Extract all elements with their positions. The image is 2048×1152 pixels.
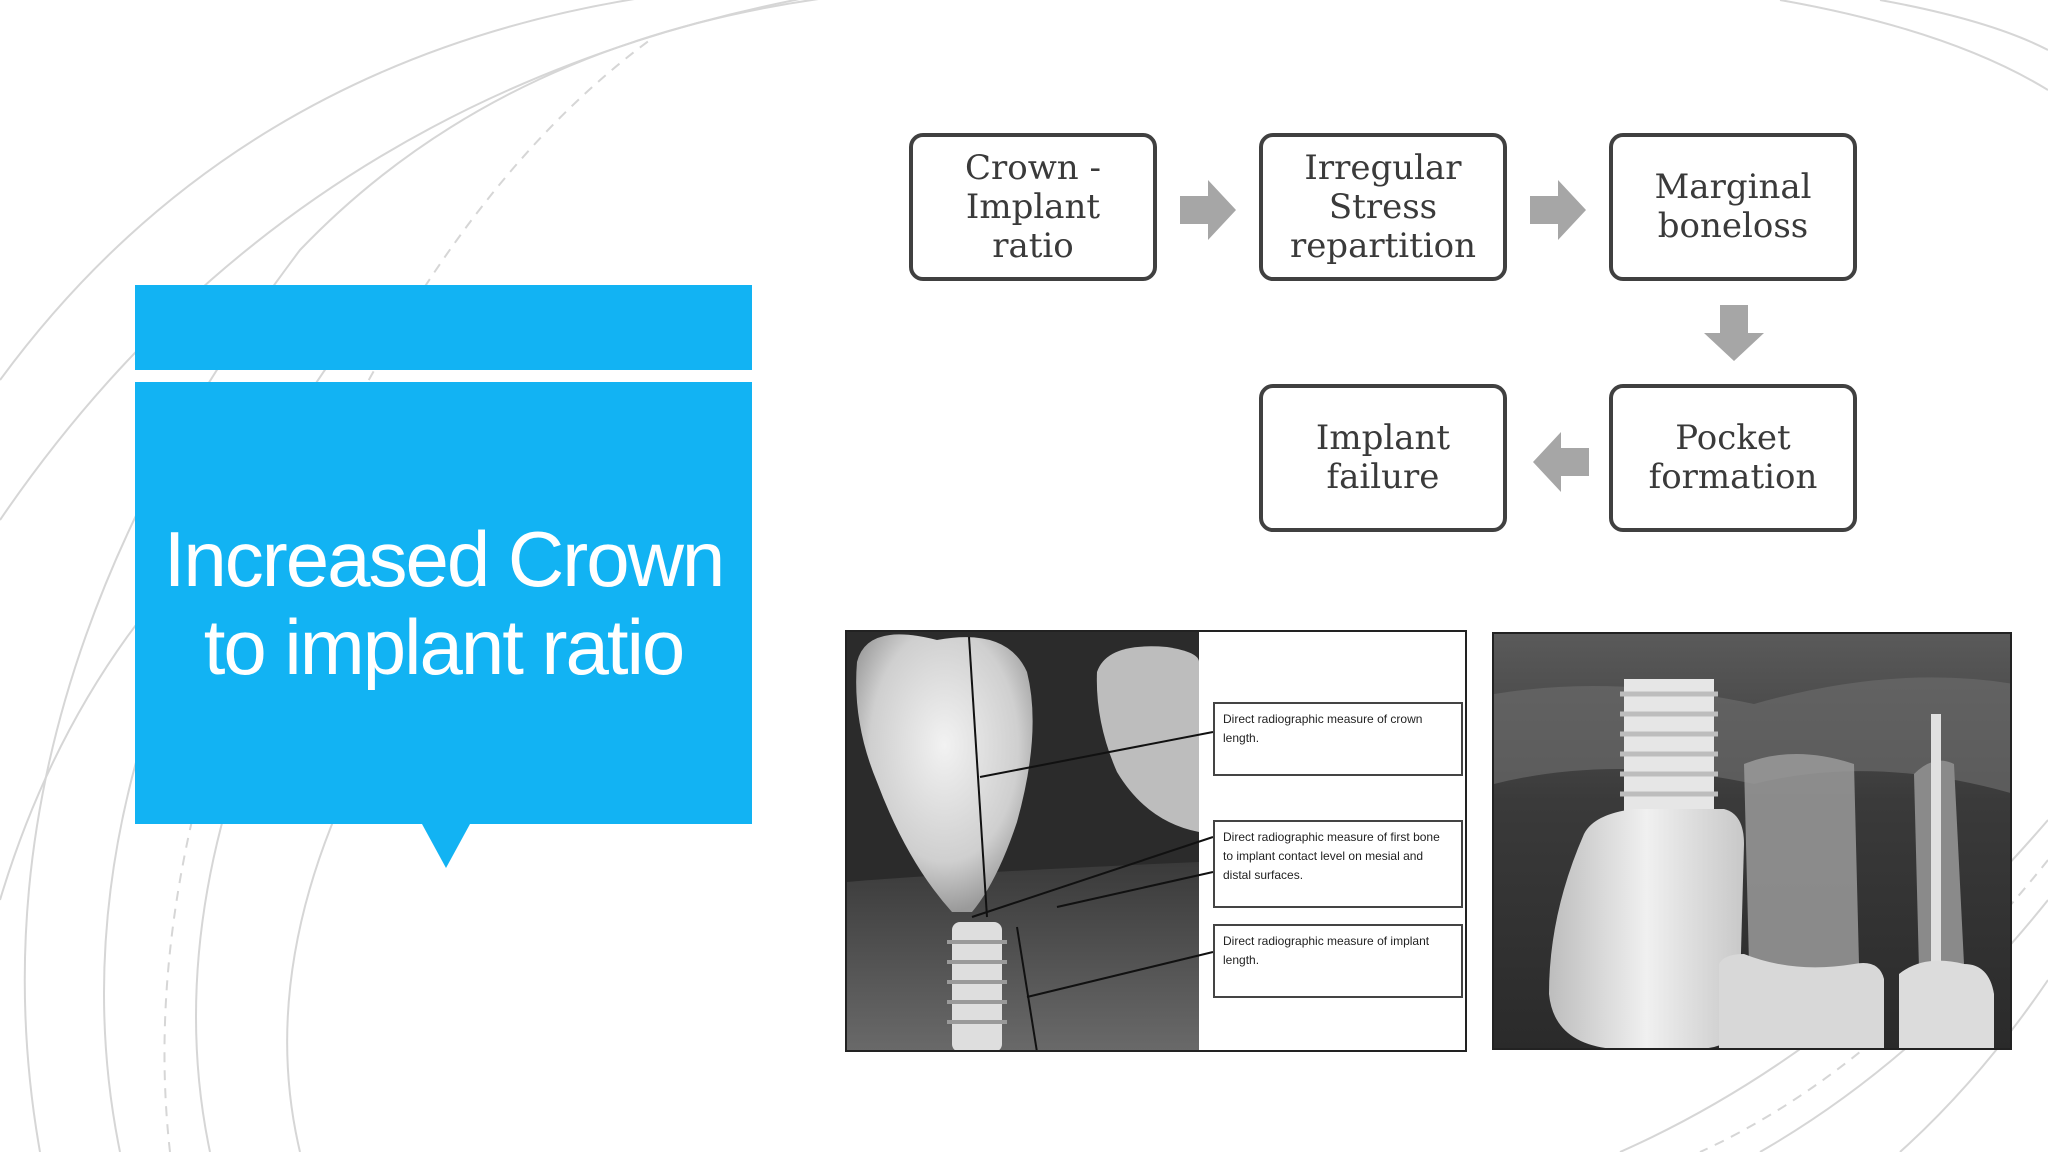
periapical-radiograph — [1492, 632, 2012, 1050]
node-irregular-stress-label: Irregular Stress repartition — [1289, 147, 1477, 266]
node-pocket-formation: Pocket formation — [1609, 384, 1857, 532]
node-implant-failure-label: Implant failure — [1315, 418, 1451, 497]
arrow-right-2 — [1530, 180, 1586, 240]
node-crown-implant-ratio: Crown - Implant ratio — [909, 133, 1157, 281]
arrow-down — [1704, 305, 1764, 361]
node-pocket-formation-label: Pocket formation — [1648, 418, 1818, 497]
node-irregular-stress: Irregular Stress repartition — [1259, 133, 1507, 281]
radiograph-image — [847, 632, 1214, 1050]
slide-title: Increased Crown to implant ratio — [163, 515, 726, 691]
node-crown-implant-ratio-label: Crown - Implant ratio — [964, 147, 1102, 266]
title-accent-bar — [135, 285, 752, 370]
node-implant-failure: Implant failure — [1259, 384, 1507, 532]
annotated-radiograph: Direct radiographic measure of crown len… — [845, 630, 1467, 1052]
node-marginal-boneloss-label: Marginal boneloss — [1654, 167, 1812, 246]
arrow-left — [1533, 432, 1589, 492]
caption-crown-length: Direct radiographic measure of crown len… — [1213, 702, 1463, 776]
caption-implant-length: Direct radiographic measure of implant l… — [1213, 924, 1463, 998]
arrow-right-1 — [1180, 180, 1236, 240]
node-marginal-boneloss: Marginal boneloss — [1609, 133, 1857, 281]
slide-title-line1: Increased Crown — [163, 515, 726, 603]
title-box: Increased Crown to implant ratio — [135, 382, 752, 824]
slide-title-line2: to implant ratio — [203, 603, 686, 691]
caption-bone-contact: Direct radiographic measure of first bon… — [1213, 820, 1463, 908]
title-pointer — [422, 824, 470, 868]
radiograph-photo — [1494, 634, 2010, 1048]
